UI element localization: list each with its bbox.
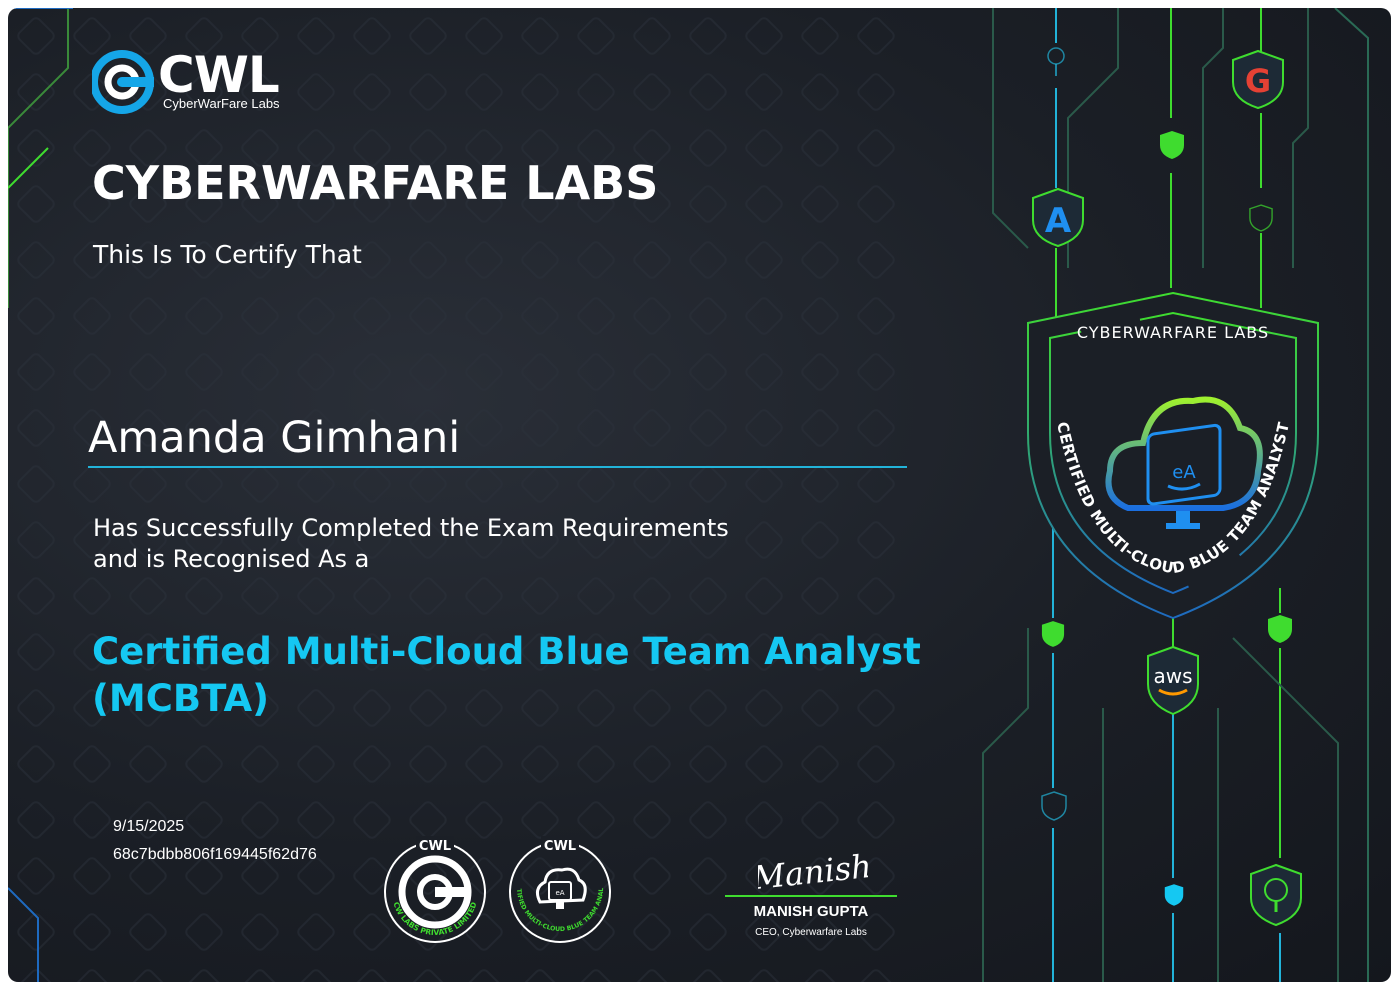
- signer-title: CEO, Cyberwarfare Labs: [755, 927, 867, 938]
- certification-line-2: (MCBTA): [92, 677, 269, 720]
- certification-name: Certified Multi-Cloud Blue Team Analyst …: [92, 628, 932, 722]
- description-line-2: and is Recognised As a: [93, 545, 370, 573]
- certify-line: This Is To Certify That: [93, 240, 362, 269]
- signature-image: Manish: [758, 847, 868, 897]
- issue-date: 9/15/2025: [113, 818, 185, 835]
- recipient-underline: [88, 466, 907, 468]
- cyan-shield-icon: [1164, 884, 1184, 906]
- azure-shield-icon: A: [1032, 187, 1084, 248]
- green-shield-icon-1: [1160, 131, 1184, 159]
- recipient-name: Amanda Gimhani: [88, 413, 461, 463]
- outline-shield-icon-1: [1249, 204, 1273, 232]
- svg-text:A: A: [1045, 201, 1072, 241]
- google-shield-icon: G: [1232, 49, 1284, 110]
- green-shield-icon-3: [1268, 615, 1292, 643]
- cwl-logo-icon: [92, 50, 154, 114]
- search-icon: [1047, 47, 1065, 76]
- svg-text:aws: aws: [1153, 664, 1192, 688]
- diamond-pattern: [8, 8, 908, 982]
- certificate-id: 68c7bdbb806f169445f62d76: [113, 846, 317, 863]
- mcbta-seal-icon: eA CWL CERTIFIED MULTI-CLOUD BLUE TEAM A…: [507, 830, 611, 943]
- certificate: CWL CyberWarFare Labs CYBERWARFARE LABS …: [8, 8, 1391, 982]
- svg-text:Manish: Manish: [758, 847, 868, 897]
- aws-shield-icon: aws: [1147, 645, 1199, 716]
- organization-title: CYBERWARFARE LABS: [92, 156, 659, 210]
- mcbta-badge: eA CERTIFIED MULTI-CLOUD BLUE TEAM ANALY…: [1027, 291, 1319, 620]
- svg-text:eA: eA: [1172, 462, 1196, 483]
- mcbta-seal-top: CWL: [544, 839, 576, 854]
- cwl-seal-icon: CWL CW LABS PRIVATE LIMITED: [384, 836, 486, 943]
- badge-org-title: CYBERWARFARE LABS: [1076, 323, 1270, 342]
- description-line-1: Has Successfully Completed the Exam Requ…: [93, 514, 729, 542]
- signature-line: [725, 895, 897, 897]
- cwl-seal-top: CWL: [419, 839, 451, 854]
- signer-name: MANISH GUPTA: [753, 903, 869, 920]
- outline-shield-icon-2: [1041, 791, 1067, 821]
- search-shield-icon: [1250, 863, 1302, 927]
- certification-line-1: Certified Multi-Cloud Blue Team Analyst: [92, 630, 921, 673]
- description: Has Successfully Completed the Exam Requ…: [93, 513, 729, 575]
- green-shield-icon-2: [1041, 621, 1065, 647]
- logo-wordmark: CWL: [158, 46, 280, 104]
- svg-text:eA: eA: [555, 889, 564, 897]
- svg-text:G: G: [1245, 62, 1271, 100]
- logo-subtitle: CyberWarFare Labs: [163, 96, 280, 111]
